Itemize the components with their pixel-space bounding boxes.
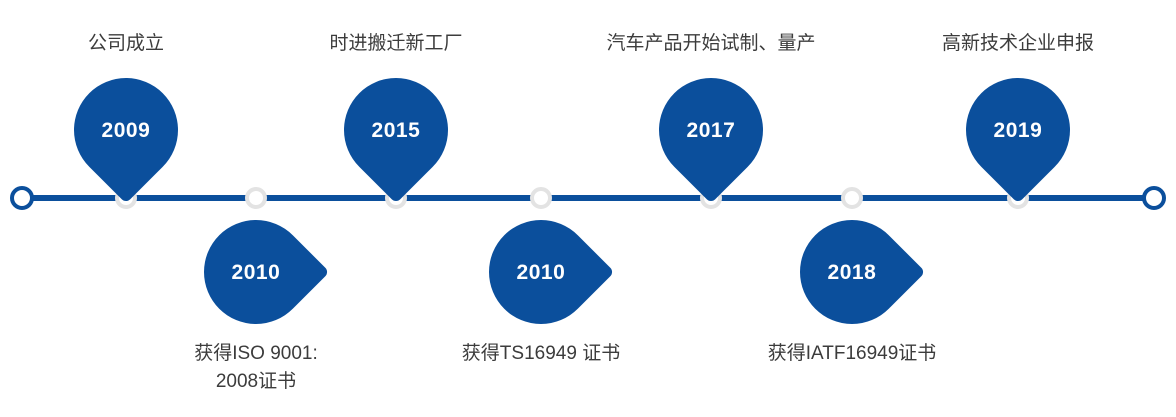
timeline-node-dot-4 xyxy=(530,187,552,209)
milestone-caption-2: 获得ISO 9001: 2008证书 xyxy=(194,343,318,392)
milestone-caption-3: 时进搬迁新工厂 xyxy=(329,33,463,54)
timeline-node-dot-6 xyxy=(841,187,863,209)
milestone-year-label: 2019 xyxy=(993,118,1043,142)
milestone-year-label: 2015 xyxy=(371,118,421,142)
milestone-year-label: 2010 xyxy=(231,260,281,284)
milestone-caption-7: 高新技术企业申报 xyxy=(941,33,1094,54)
milestone-pin-2015-3[interactable]: 2015 xyxy=(322,56,470,204)
milestone-pin-2018-6[interactable]: 2018 xyxy=(778,198,926,346)
milestone-caption-1: 公司成立 xyxy=(87,33,164,54)
timeline-node-dot-2 xyxy=(245,187,267,209)
milestone-year-label: 2010 xyxy=(516,260,566,284)
timeline-axis-line xyxy=(22,195,1154,201)
milestone-pin-2009-1[interactable]: 2009 xyxy=(52,56,200,204)
milestone-pin-2010-2[interactable]: 2010 xyxy=(182,198,330,346)
milestone-caption-5: 汽车产品开始试制、量产 xyxy=(606,33,816,54)
milestone-year-label: 2009 xyxy=(101,118,151,142)
milestone-year-label: 2018 xyxy=(827,260,877,284)
milestone-pin-2010-4[interactable]: 2010 xyxy=(467,198,615,346)
milestone-caption-4: 获得TS16949 证书 xyxy=(461,343,621,364)
timeline-end-cap-icon xyxy=(1142,186,1166,210)
milestone-caption-6: 获得IATF16949证书 xyxy=(767,343,937,364)
milestone-pin-2017-5[interactable]: 2017 xyxy=(637,56,785,204)
milestone-pin-2019-7[interactable]: 2019 xyxy=(944,56,1092,204)
timeline-start-cap-icon xyxy=(10,186,34,210)
milestone-year-label: 2017 xyxy=(686,118,736,142)
